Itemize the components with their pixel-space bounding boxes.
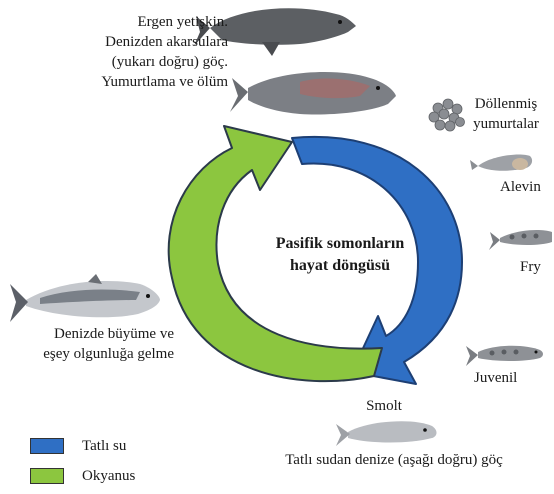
eggs-line-2: yumurtalar bbox=[473, 116, 539, 132]
adult-line-1: Ergen yetişkin. bbox=[137, 14, 228, 30]
fry-icon bbox=[489, 230, 552, 250]
juvenile-label: Juvenil bbox=[474, 370, 518, 386]
freshwater-arrow bbox=[291, 135, 463, 385]
ocean-stage-label: Denizde büyüme ve eşey olgunluğa gelme bbox=[6, 324, 174, 364]
juvenile-icon bbox=[466, 345, 543, 366]
adult-line-2: Denizden akarsulara bbox=[105, 34, 228, 50]
adult-stage-label: Ergen yetişkin. Denizden akarsulara (yuk… bbox=[48, 12, 228, 92]
freshwater-legend-label: Tatlı su bbox=[82, 437, 127, 454]
ocean-swatch bbox=[30, 468, 64, 484]
alevin-icon bbox=[470, 154, 533, 171]
adult-line-3: (yukarı doğru) göç. bbox=[111, 54, 228, 70]
diagram-title: Pasifik somonların hayat döngüsü bbox=[250, 233, 430, 277]
smolt-icon bbox=[336, 421, 437, 446]
freshwater-swatch bbox=[30, 438, 64, 454]
diagram-title-line-2: hayat döngüsü bbox=[289, 257, 391, 274]
eggs-label: Döllenmiş yumurtalar bbox=[458, 94, 554, 134]
smolt-name-label: Smolt bbox=[366, 398, 402, 414]
ocean-line-1: Denizde büyüme ve bbox=[54, 326, 174, 342]
ocean-salmon-icon bbox=[10, 274, 160, 322]
ocean-legend-label: Okyanus bbox=[82, 467, 136, 484]
legend-item-ocean: Okyanus bbox=[30, 466, 135, 486]
smolt-migration-label: Tatlı sudan denize (aşağı doğru) göç bbox=[285, 452, 503, 468]
fry-label: Fry bbox=[520, 259, 541, 275]
adult-salmon-dark-icon bbox=[194, 8, 356, 56]
ocean-line-2: eşey olgunluğa gelme bbox=[43, 346, 174, 362]
spawning-salmon-icon bbox=[230, 72, 396, 115]
eggs-line-1: Döllenmiş bbox=[474, 96, 538, 112]
legend-item-freshwater: Tatlı su bbox=[30, 436, 126, 456]
ocean-arrow bbox=[167, 125, 383, 383]
diagram-title-line-1: Pasifik somonların bbox=[275, 235, 405, 252]
alevin-label: Alevin bbox=[500, 179, 541, 195]
fertilized-eggs-icon bbox=[428, 98, 465, 132]
adult-line-4: Yumurtlama ve ölüm bbox=[101, 74, 228, 90]
